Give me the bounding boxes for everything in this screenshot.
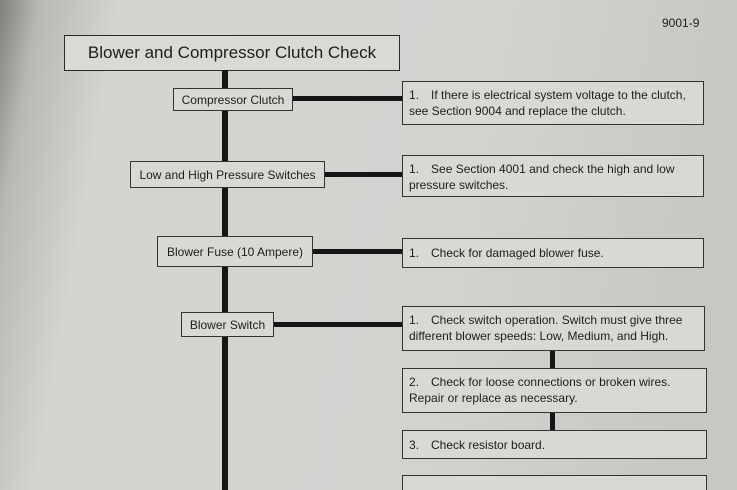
step-text: Check resistor board. bbox=[431, 437, 546, 452]
connector-blower-switch bbox=[272, 322, 402, 327]
connector-compressor-clutch bbox=[292, 96, 402, 101]
page-title: Blower and Compressor Clutch Check bbox=[64, 35, 400, 71]
step-number: 3. bbox=[409, 437, 420, 452]
step-box-pressure-switches-1: 1.See Section 4001 and check the high an… bbox=[402, 155, 704, 197]
connector-pressure-switches bbox=[323, 172, 402, 177]
step-number: 1. bbox=[409, 246, 420, 260]
step-box-blower-switch-1: 1.Check switch operation. Switch must gi… bbox=[402, 306, 705, 351]
check-box-compressor-clutch: Compressor Clutch bbox=[173, 88, 293, 111]
step-text: See Section 4001 and check the high and … bbox=[409, 162, 675, 192]
step-text: If there is electrical system voltage to… bbox=[409, 88, 686, 118]
step-connector-1-2 bbox=[550, 351, 555, 368]
step-number: 1. bbox=[409, 313, 420, 327]
step-number: 2. bbox=[409, 375, 420, 389]
step-box-blower-switch-3: 3. Check resistor board. bbox=[402, 430, 707, 459]
step-number: 1. bbox=[409, 88, 420, 102]
connector-blower-fuse bbox=[311, 249, 402, 254]
step-box-cutoff bbox=[402, 475, 707, 490]
check-box-blower-fuse: Blower Fuse (10 Ampere) bbox=[157, 236, 313, 267]
step-text: Check for loose connections or broken wi… bbox=[409, 375, 671, 405]
step-connector-2-3 bbox=[550, 413, 555, 430]
step-box-compressor-clutch-1: 1.If there is electrical system voltage … bbox=[402, 81, 704, 125]
step-text: Check switch operation. Switch must give… bbox=[409, 313, 683, 343]
step-box-blower-switch-2: 2.Check for loose connections or broken … bbox=[402, 368, 707, 413]
check-box-pressure-switches: Low and High Pressure Switches bbox=[130, 161, 325, 188]
step-box-blower-fuse-1: 1. Check for damaged blower fuse. bbox=[402, 238, 704, 268]
flow-trunk bbox=[222, 70, 228, 490]
step-text: Check for damaged blower fuse. bbox=[431, 246, 604, 260]
check-box-blower-switch: Blower Switch bbox=[181, 312, 274, 337]
step-number: 1. bbox=[409, 162, 420, 176]
page-number: 9001-9 bbox=[662, 16, 700, 30]
